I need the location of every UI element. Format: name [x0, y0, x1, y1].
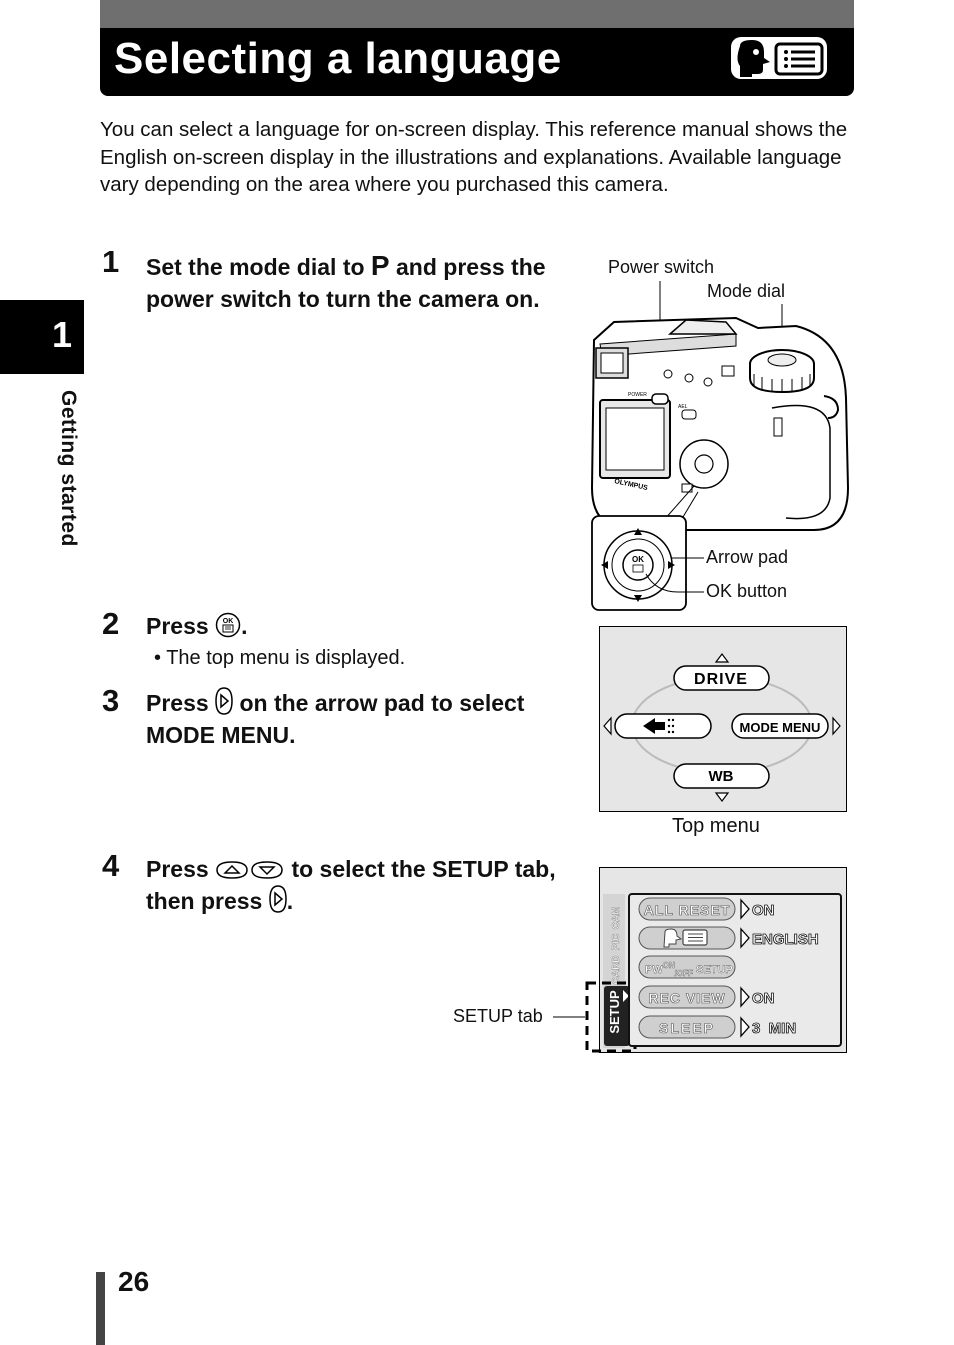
step-4-number: 4	[102, 848, 120, 883]
language-icon	[731, 37, 827, 79]
title-bar: Selecting a language	[100, 28, 854, 96]
callout-mode-dial: Mode dial	[707, 281, 786, 301]
step-2-text: Press OK.	[146, 612, 248, 639]
arrow-right-icon	[215, 687, 233, 715]
step-3-text: Press on the arrow pad to select MODE ME…	[146, 687, 586, 751]
chapter-number: 1	[52, 314, 73, 355]
chapter-tab: 1	[0, 300, 84, 374]
title-bar-accent	[100, 0, 854, 28]
top-menu-caption: Top menu	[672, 815, 760, 837]
step-1-text: Set the mode dial to P and press the pow…	[146, 250, 546, 312]
menu-wb: WB	[709, 768, 734, 785]
step-2-number: 2	[102, 606, 120, 641]
row-all-reset: ALL RESET	[644, 902, 731, 918]
row-rec-view-value: ON	[752, 990, 775, 1007]
row-pw-setup: PWON/OFF SETUP	[645, 961, 733, 978]
arrow-right-icon	[268, 885, 287, 913]
step-4-text: Press to select the SETUP tab, then pres…	[146, 856, 556, 914]
svg-text:AEL: AEL	[678, 404, 688, 410]
callout-arrow-pad: Arrow pad	[706, 547, 789, 567]
ok-button-icon: OK	[215, 612, 241, 638]
svg-text:OK: OK	[632, 555, 644, 564]
page-title: Selecting a language	[114, 34, 562, 83]
tab-pic: PIC	[611, 934, 622, 951]
step-1-number: 1	[102, 244, 120, 279]
page-number: 26	[118, 1266, 150, 1297]
row-all-reset-value: ON	[752, 902, 775, 919]
tab-setup: SETUP	[607, 990, 622, 1034]
setup-menu-screen: CAM PIC CARD SETUP ALL RESET ON ENGLISH …	[553, 867, 847, 1053]
tab-card: CARD	[611, 956, 622, 985]
row-sleep-value: 3 MIN	[752, 1020, 796, 1037]
quality-icon	[643, 718, 675, 734]
svg-text:POWER: POWER	[628, 392, 647, 398]
chapter-label: Getting started	[57, 390, 80, 547]
callout-power-switch: Power switch	[608, 257, 715, 277]
callout-setup-tab: SETUP tab	[453, 1006, 543, 1026]
row-language-value: ENGLISH	[752, 931, 819, 948]
callout-ok-button: OK button	[706, 581, 788, 601]
camera-illustration: OLYMPUS POWER AEL OK	[590, 281, 850, 611]
step-3-number: 3	[102, 683, 120, 718]
mode-p-glyph: P	[370, 250, 390, 281]
menu-mode-menu: MODE MENU	[740, 720, 821, 735]
row-rec-view: REC VIEW	[648, 990, 725, 1006]
row-sleep: SLEEP	[659, 1020, 715, 1036]
page-number-bar	[96, 1272, 105, 1345]
svg-text:OK: OK	[223, 618, 234, 625]
top-menu-screen: DRIVE MODE MENU WB	[599, 626, 847, 812]
intro-paragraph: You can select a language for on-screen …	[100, 118, 848, 196]
language-icon	[663, 928, 708, 948]
tab-cam: CAM	[611, 907, 622, 930]
arrow-up-down-icon	[216, 861, 283, 879]
step-2-bullet: • The top menu is displayed.	[154, 647, 406, 669]
menu-drive: DRIVE	[694, 671, 748, 688]
